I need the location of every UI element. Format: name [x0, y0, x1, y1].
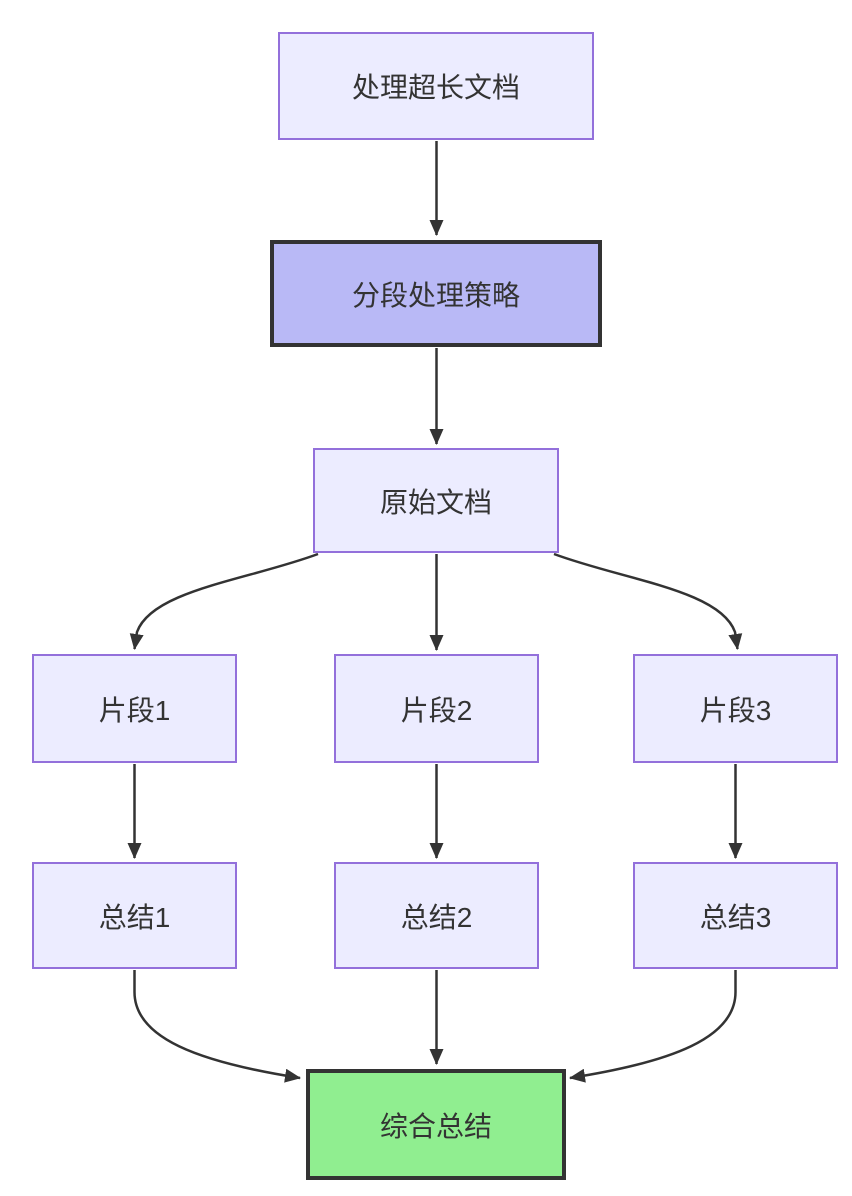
- node-label: 综合总结: [379, 1110, 492, 1142]
- node-summary-1: 总结1: [32, 862, 237, 969]
- node-label: 片段3: [699, 694, 772, 726]
- node-label: 总结2: [400, 901, 473, 933]
- edge-summary-3-to-final: [569, 970, 737, 1083]
- node-segment-strategy: 分段处理策略: [270, 240, 602, 347]
- node-label: 分段处理策略: [351, 279, 520, 311]
- node-label: 片段2: [400, 694, 473, 726]
- node-original-document: 原始文档: [313, 448, 559, 553]
- node-final-summary: 综合总结: [306, 1069, 566, 1180]
- node-fragment-1: 片段1: [32, 654, 237, 763]
- node-label: 片段1: [98, 694, 171, 726]
- node-summary-3: 总结3: [633, 862, 838, 969]
- edge-document-to-fragment-3: [553, 552, 743, 650]
- node-label: 处理超长文档: [351, 72, 520, 103]
- edge-document-to-fragment-1: [129, 552, 319, 650]
- node-summary-2: 总结2: [334, 862, 539, 969]
- node-label: 总结3: [699, 901, 772, 933]
- node-fragment-3: 片段3: [633, 654, 838, 763]
- node-label: 原始文档: [379, 486, 492, 518]
- node-label: 总结1: [98, 901, 171, 933]
- node-fragment-2: 片段2: [334, 654, 539, 763]
- node-process-long-document: 处理超长文档: [278, 32, 594, 140]
- edge-summary-1-to-final: [133, 970, 301, 1083]
